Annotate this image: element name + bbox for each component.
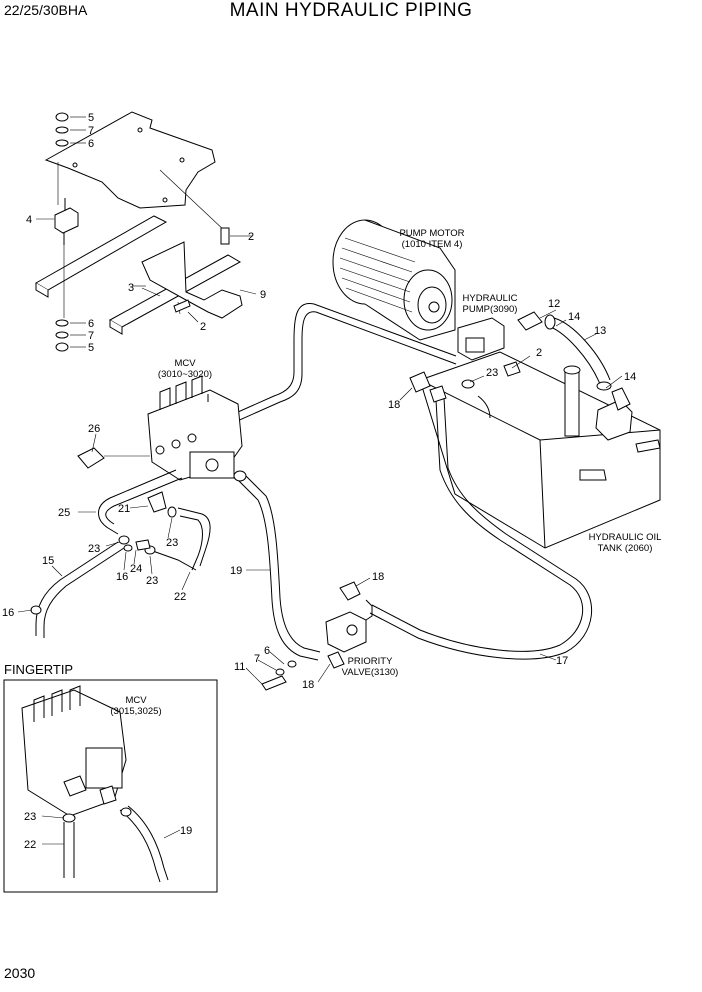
small-fittings-23-24-16 [30,506,177,615]
upper-hardware-stack [55,112,86,147]
priority-valve-label-line1: PRIORITY [348,656,394,667]
hydraulic-pump [457,317,505,361]
inset-mcv-valve-block [21,685,127,817]
callout-18-priority-top: 18 [372,571,384,583]
mcv-label-line1: MCV [174,358,196,369]
callout-2-upper-bolt: 2 [248,231,254,243]
callout-6-upper: 6 [88,138,94,150]
callout-25: 25 [58,507,70,519]
callout-22: 22 [174,591,186,603]
component-labels: PUMP MOTOR (1010 ITEM 4) HYDRAULIC PUMP(… [110,228,661,717]
lower-mounting-bracket [34,215,243,335]
model-code: 22/25/30BHA [4,2,88,18]
callout-22-inset: 22 [24,839,36,851]
lower-hardware-stack [55,319,86,352]
callout-18-priority-bottom: 18 [302,679,314,691]
page-number: 2030 [4,965,36,981]
priority-valve-label-line2: VALVE(3130) [342,667,399,678]
hose-25 [98,469,183,535]
page-title: MAIN HYDRAULIC PIPING [229,0,473,21]
inset-hose-19 [119,805,169,883]
callout-23-mid: 23 [166,537,178,549]
pump-motor-label-line1: PUMP MOTOR [399,228,464,239]
elbow-fitting-12 [517,311,543,331]
callout-numbers: 5 7 6 4 2 3 9 2 6 7 5 12 14 13 2 23 18 1… [2,112,636,851]
callout-19-inset: 19 [180,825,192,837]
tank-label-line2: TANK (2060) [598,543,653,554]
callout-5-upper: 5 [88,112,94,124]
callout-6-priority: 6 [264,645,270,657]
hydraulic-oil-tank [419,351,661,549]
callout-16-mid: 16 [116,571,128,583]
rubber-mount-4 [36,198,79,245]
callout-23-left: 23 [88,543,100,555]
inset-mcv-label-line1: MCV [125,695,147,706]
callout-13: 13 [594,325,606,337]
callout-19: 19 [230,565,242,577]
inset-mcv-label-line2: (3015,3025) [110,706,161,717]
upper-mounting-plate [44,111,227,233]
return-hose-17 [369,397,593,660]
mcv-valve-block [147,375,243,481]
callout-26: 26 [88,423,100,435]
tank-label-line1: HYDRAULIC OIL [589,532,662,543]
callout-7-lower: 7 [88,330,94,342]
hydraulic-pump-label-line2: PUMP(3090) [463,304,518,315]
callout-3: 3 [128,282,134,294]
callout-23-lower: 23 [146,575,158,587]
callout-7-upper: 7 [88,125,94,137]
fittings-18-tank [409,361,521,419]
callout-14-tank: 14 [624,371,636,383]
callout-24: 24 [130,563,142,575]
callout-18-tank: 18 [388,399,400,411]
callout-14-upper: 14 [568,311,580,323]
bolt-2-lower [173,299,199,323]
pump-motor-label-line2: (1010 ITEM 4) [402,239,463,250]
fingertip-inset-frame [3,679,218,893]
callout-6-lower: 6 [88,318,94,330]
inset-pipe-22 [62,813,76,878]
suction-hose-13 [544,314,612,391]
callout-5-lower: 5 [88,342,94,354]
pump-motor [332,219,456,341]
pressure-hose-pump-to-mcv [219,302,457,427]
callout-12: 12 [548,298,560,310]
priority-valve [325,581,373,669]
hose-22 [149,507,211,571]
callout-2-lower-bolt: 2 [200,321,206,333]
callout-4: 4 [26,214,32,226]
callout-23-inset: 23 [24,811,36,823]
callout-15: 15 [42,555,54,567]
callout-9: 9 [260,289,266,301]
bolt-11-hardware [261,660,297,691]
callout-16-left: 16 [2,607,14,619]
elbow-21 [147,491,167,513]
callout-7-priority: 7 [254,653,260,665]
mcv-label-line2: (3010~3020) [158,369,212,380]
hose-15 [35,541,125,638]
callout-11: 11 [234,661,245,673]
callout-17: 17 [556,655,568,667]
bolt-2-upper [220,227,246,245]
hose-19 [233,470,321,661]
inset-title: FINGERTIP [4,662,74,677]
leader-lines [17,235,623,845]
fitting-26 [77,447,150,469]
callout-21: 21 [118,503,130,515]
hydraulic-pump-label-line1: HYDRAULIC [463,293,518,304]
callout-2-tank: 2 [536,347,542,359]
callout-23-tank: 23 [486,367,498,379]
